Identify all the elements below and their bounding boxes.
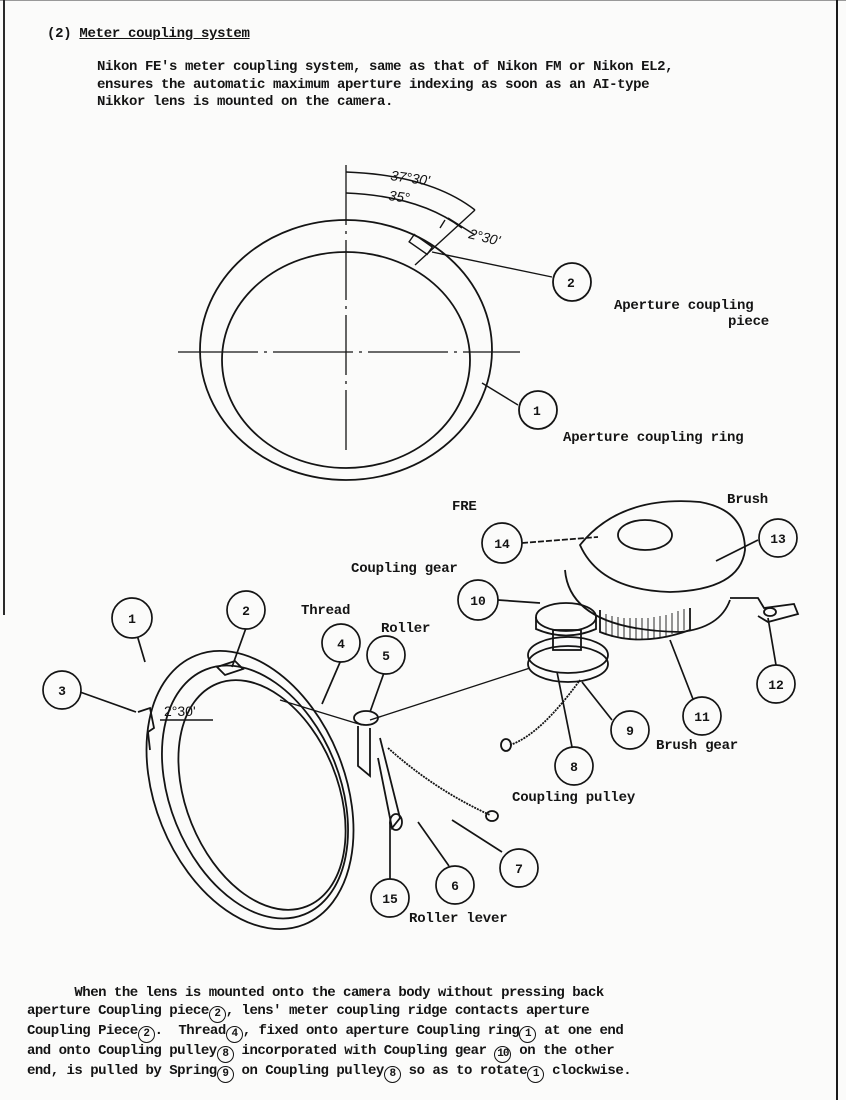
circled-callout-ref: 9 — [216, 1065, 234, 1083]
circled-callout-ref: 8 — [216, 1045, 234, 1063]
intro-line: Nikkor lens is mounted on the camera. — [97, 94, 394, 110]
callout-numbers: 1 2 3 4 5 6 7 8 9 10 11 12 13 14 15 — [58, 532, 786, 907]
callout-1-top: 1 — [533, 404, 541, 419]
body-paragraph: When the lens is mounted onto the camera… — [27, 985, 632, 1083]
intro-line: Nikon FE's meter coupling system, same a… — [97, 59, 674, 75]
label-thread: Thread — [301, 603, 351, 619]
section-number: (2) — [47, 26, 72, 42]
page-top-edge — [0, 0, 846, 1]
bottom-assembly-figure — [137, 500, 800, 930]
circled-callout-ref: 1 — [527, 1065, 545, 1083]
label-aperture-coupling-ring: Aperture coupling ring — [563, 430, 744, 446]
body-line: When the lens is mounted onto the camera… — [27, 985, 604, 1001]
svg-text:8: 8 — [570, 760, 578, 775]
svg-text:2: 2 — [242, 604, 250, 619]
circled-callout-ref: 2 — [208, 1005, 226, 1023]
svg-text:15: 15 — [382, 892, 398, 907]
svg-text:1: 1 — [128, 612, 136, 627]
brush-gear-teeth — [605, 609, 685, 640]
svg-text:5: 5 — [382, 649, 390, 664]
section-title: Meter coupling system — [79, 26, 250, 42]
section-heading: (2) Meter coupling system — [47, 26, 250, 42]
svg-text:11: 11 — [694, 710, 710, 725]
label-coupling-pulley: Coupling pulley — [512, 790, 636, 806]
angle-35: 35° — [388, 187, 412, 206]
svg-text:13: 13 — [770, 532, 786, 547]
circled-callout-ref: 1 — [519, 1025, 537, 1043]
svg-text:3: 3 — [58, 684, 66, 699]
top-ring-figure — [178, 165, 592, 481]
callout-2-top: 2 — [567, 276, 575, 291]
svg-text:7: 7 — [515, 862, 523, 877]
angle-37-30: 37°30' — [390, 167, 433, 189]
angle-2-30: 2°30' — [466, 225, 503, 249]
svg-text:6: 6 — [451, 879, 459, 894]
page-right-border — [836, 0, 838, 1100]
label-roller: Roller — [381, 621, 431, 637]
svg-text:4: 4 — [337, 637, 345, 652]
label-brush: Brush — [727, 492, 769, 508]
callouts — [42, 518, 798, 918]
circled-callout-ref: 8 — [383, 1065, 401, 1083]
bottom-angle-label: 2°30' — [164, 703, 196, 719]
intro-paragraph: Nikon FE's meter coupling system, same a… — [97, 59, 817, 112]
label-brush-gear: Brush gear — [656, 738, 739, 754]
label-fre: FRE — [452, 499, 477, 515]
svg-text:12: 12 — [768, 678, 784, 693]
intro-line: ensures the automatic maximum aperture i… — [97, 76, 650, 93]
svg-text:9: 9 — [626, 724, 634, 739]
label-coupling-gear: Coupling gear — [351, 561, 458, 577]
svg-text:14: 14 — [494, 537, 510, 552]
circled-callout-ref: 2 — [137, 1025, 155, 1043]
label-line: piece — [728, 314, 770, 330]
label-aperture-coupling-piece: Aperture coupling piece — [614, 298, 769, 330]
label-roller-lever: Roller lever — [409, 911, 508, 927]
circled-callout-ref: 4 — [225, 1025, 243, 1043]
page-left-border — [3, 0, 5, 615]
circled-callout-ref: 10 — [494, 1045, 512, 1063]
label-line: Aperture coupling — [614, 298, 754, 314]
svg-text:10: 10 — [470, 594, 486, 609]
